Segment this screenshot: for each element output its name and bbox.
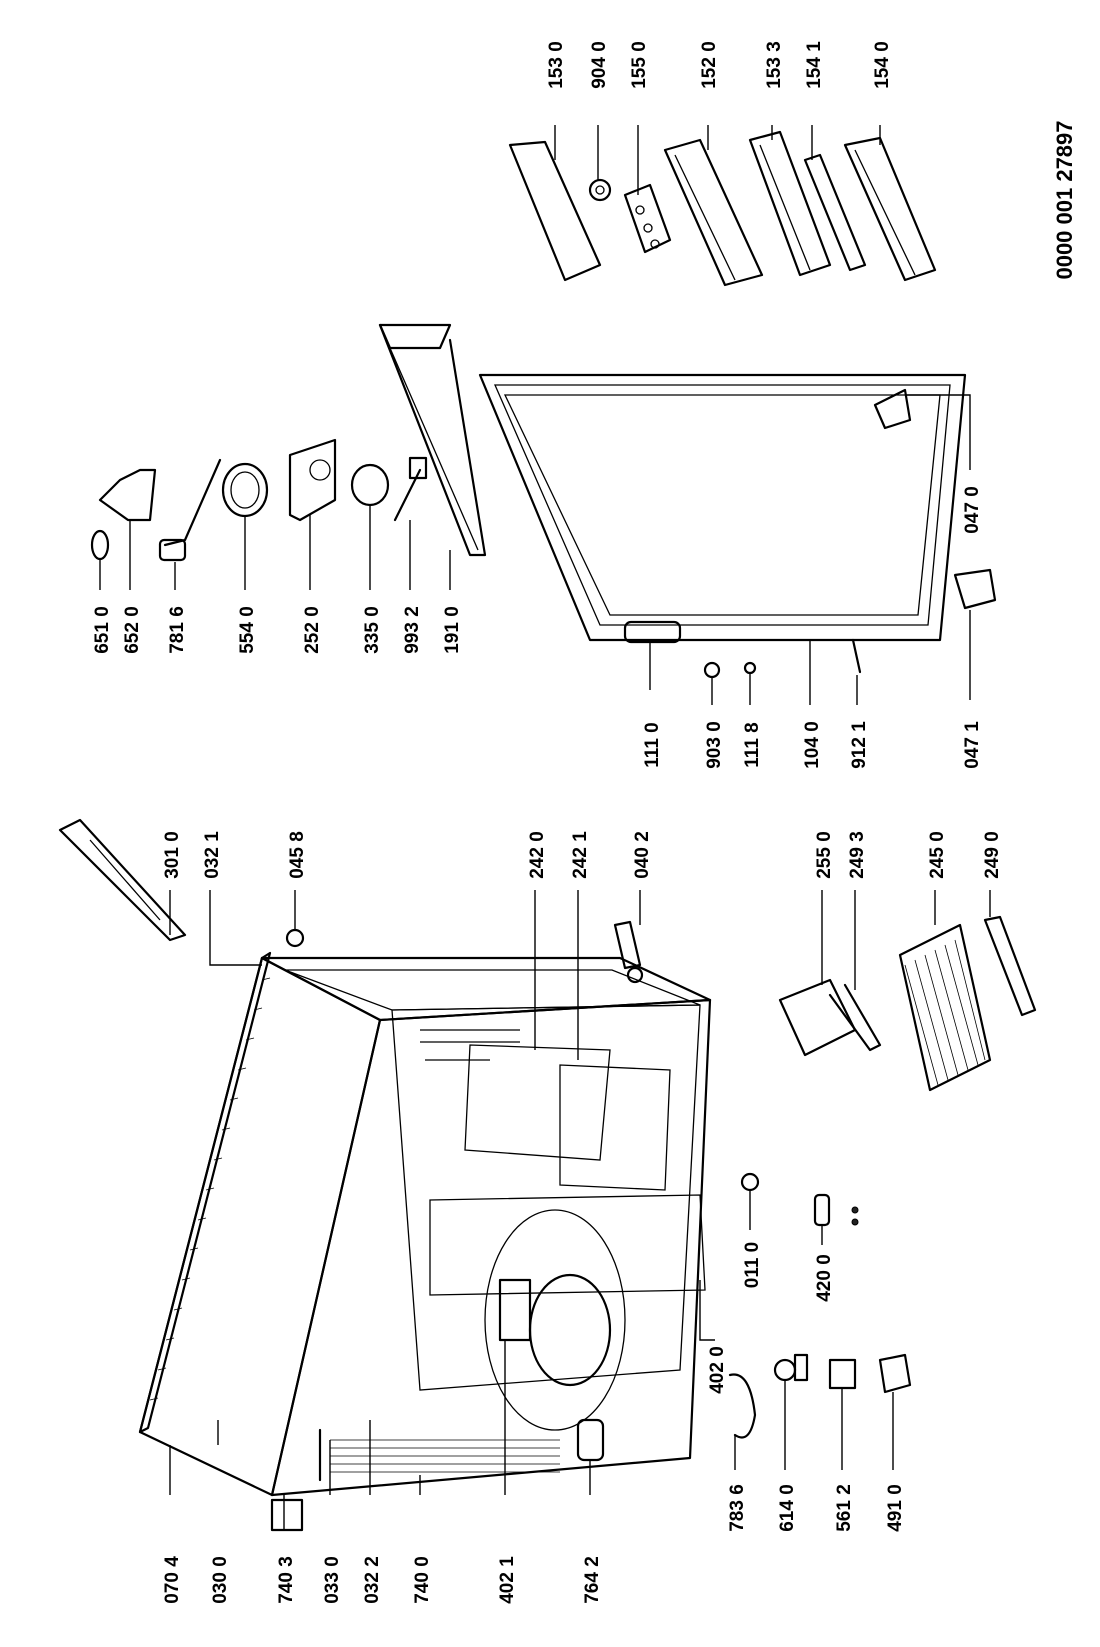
label-1118: 111 8 — [742, 722, 763, 767]
label-4020: 402 0 — [707, 1346, 728, 1394]
label-0330: 033 0 — [322, 1556, 343, 1604]
leader-lines — [99, 125, 991, 1530]
label-9121: 912 1 — [849, 721, 870, 769]
label-1550: 155 0 — [629, 41, 650, 89]
part-labels: 153 0 904 0 155 0 152 0 153 3 154 1 154 … — [92, 41, 1003, 1604]
label-1530: 153 0 — [546, 41, 567, 89]
label-1110: 111 0 — [642, 722, 663, 767]
label-2493: 249 3 — [847, 831, 868, 879]
label-2450: 245 0 — [927, 831, 948, 879]
label-7400: 740 0 — [412, 1556, 433, 1604]
label-3350: 335 0 — [362, 606, 383, 654]
label-6510: 651 0 — [92, 606, 113, 654]
label-9030: 903 0 — [704, 721, 725, 769]
door-drawing — [378, 323, 997, 644]
label-0470: 047 0 — [962, 486, 983, 534]
label-0402: 040 2 — [632, 831, 653, 879]
label-0322: 032 2 — [362, 1556, 383, 1604]
label-9040: 904 0 — [589, 41, 610, 89]
cabinet-drawing — [138, 951, 712, 1532]
document-number: 0000 001 27897 — [1052, 120, 1077, 279]
label-1541: 154 1 — [804, 41, 825, 89]
label-2420: 242 0 — [527, 831, 548, 879]
label-0458: 045 8 — [287, 831, 308, 879]
label-1040: 104 0 — [802, 721, 823, 769]
label-7816: 781 6 — [167, 606, 188, 654]
label-2520: 252 0 — [302, 606, 323, 654]
label-7403: 740 3 — [276, 1556, 297, 1604]
label-1520: 152 0 — [699, 41, 720, 89]
label-2490: 249 0 — [982, 831, 1003, 879]
label-5540: 554 0 — [237, 606, 258, 654]
label-6520: 652 0 — [122, 606, 143, 654]
label-0704: 070 4 — [162, 1556, 183, 1604]
label-2421: 242 1 — [570, 831, 591, 879]
small-parts-drawing — [58, 438, 1037, 1462]
label-5612: 561 2 — [834, 1484, 855, 1532]
label-9932: 993 2 — [402, 606, 423, 654]
label-0300: 030 0 — [210, 1556, 231, 1604]
label-7642: 764 2 — [582, 1556, 603, 1604]
label-3010: 301 0 — [162, 831, 183, 879]
label-0321: 032 1 — [202, 831, 223, 879]
label-6140: 614 0 — [777, 1484, 798, 1532]
label-1533: 153 3 — [764, 41, 785, 89]
label-1910: 191 0 — [442, 606, 463, 654]
label-0471: 047 1 — [962, 721, 983, 769]
label-4910: 491 0 — [885, 1484, 906, 1532]
label-0110: 011 0 — [742, 1242, 763, 1289]
label-4200: 420 0 — [814, 1254, 835, 1302]
label-2550: 255 0 — [814, 831, 835, 879]
label-7836: 783 6 — [727, 1484, 748, 1532]
label-1540: 154 0 — [872, 41, 893, 89]
label-4021: 402 1 — [497, 1556, 518, 1604]
door-bins-drawing — [508, 130, 937, 287]
